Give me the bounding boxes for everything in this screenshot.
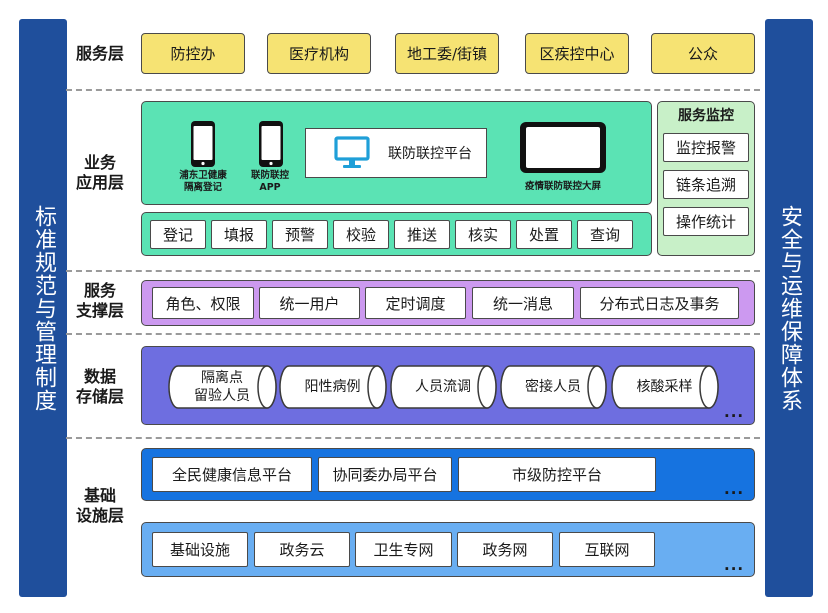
divider-4 [66, 437, 760, 439]
layer-label-support-line2: 支撑层 [75, 301, 124, 320]
cylinder-icon: 隔离点 留验人员 [168, 365, 277, 409]
divider-3 [66, 333, 760, 335]
storage-positive-case: 阳性病例 [304, 379, 361, 395]
layer-label-infra-line2: 设施层 [75, 506, 124, 525]
service-item-medical-institution: 医疗机构 [267, 33, 371, 74]
monitor-alarm: 监控报警 [663, 133, 749, 162]
infra-health-network: 卫生专网 [355, 532, 452, 567]
support-scheduling: 定时调度 [365, 287, 466, 319]
security-side-bar: 安全与运维保障体系 [765, 19, 813, 597]
cylinder-icon: 核酸采样 [611, 365, 719, 409]
cylinder-icon: 密接人员 [500, 365, 607, 409]
phone-caption-isolation-line2: 隔离登记 [183, 182, 222, 193]
layer-label-business-line1: 业务 [83, 153, 116, 172]
phone-icon [190, 120, 216, 168]
service-item-cdc: 区疾控中心 [525, 33, 629, 74]
infra-gov-network: 政务网 [457, 532, 553, 567]
support-role-permission: 角色、权限 [152, 287, 254, 319]
storage-isolation-line2: 留验人员 [194, 388, 250, 404]
storage-nucleic-sampling: 核酸采样 [636, 379, 693, 395]
storage-close-contact: 密接人员 [525, 379, 581, 395]
support-distributed-log: 分布式日志及事务 [580, 287, 739, 319]
security-side-text: 安全与运维保障体系 [777, 204, 802, 412]
support-unified-user: 统一用户 [259, 287, 360, 319]
layer-label-service: 服务层 [75, 44, 124, 63]
infra-health-platform: 全民健康信息平台 [152, 457, 312, 492]
function-warning: 预警 [272, 220, 328, 249]
function-fill-report: 填报 [211, 220, 267, 249]
infra-collaboration-platform: 协同委办局平台 [318, 457, 452, 492]
storage-isolation-line1: 隔离点 [201, 370, 243, 386]
function-push: 推送 [394, 220, 450, 249]
function-handle: 处置 [516, 220, 572, 249]
service-monitor-title: 服务监控 [678, 108, 734, 124]
platform-card: 联防联控平台 [305, 128, 487, 178]
service-item-district-committee: 地工委/街镇 [395, 33, 499, 74]
layer-label-storage-line1: 数据 [83, 367, 116, 386]
phone-caption-isolation-line1: 浦东卫健康 [179, 170, 227, 181]
service-item-public: 公众 [651, 33, 755, 74]
platform-label: 联防联控平台 [388, 145, 472, 162]
phone-caption-isolation: 浦东卫健康 隔离登记 [170, 170, 236, 194]
function-verify: 校验 [333, 220, 389, 249]
cylinder-icon: 人员流调 [390, 365, 497, 409]
service-item-prevention-office: 防控办 [141, 33, 245, 74]
standards-side-bar: 标准规范与管理制度 [19, 19, 67, 597]
support-unified-message: 统一消息 [472, 287, 574, 319]
infra-platform-ellipsis: ... [724, 480, 745, 498]
phone-icon [258, 120, 284, 168]
storage-epidemiology: 人员流调 [415, 379, 471, 395]
layer-label-support: 服务 支撑层 [66, 281, 134, 321]
infra-internet: 互联网 [559, 532, 655, 567]
monitor-operation-stats: 操作统计 [663, 207, 749, 236]
layer-label-infra: 基础 设施层 [66, 486, 134, 526]
storage-ellipsis: ... [724, 403, 745, 421]
infra-gov-cloud: 政务云 [254, 532, 350, 567]
layer-label-business-line2: 应用层 [75, 173, 124, 192]
layer-label-storage: 数据 存储层 [66, 367, 134, 407]
tablet-caption: 疫情联防联控大屏 [524, 181, 601, 192]
standards-side-text: 标准规范与管理制度 [31, 204, 56, 412]
divider-1 [66, 89, 760, 91]
monitor-chain-trace: 链条追溯 [663, 170, 749, 199]
infra-base-facilities: 基础设施 [152, 532, 248, 567]
tablet-icon [519, 121, 607, 174]
phone-caption-app-line2: APP [259, 182, 281, 193]
function-query: 查询 [577, 220, 633, 249]
infra-city-prevention-platform: 市级防控平台 [458, 457, 656, 492]
function-register: 登记 [150, 220, 206, 249]
divider-2 [66, 270, 760, 272]
infra-base-ellipsis: ... [724, 556, 745, 574]
layer-label-support-line1: 服务 [83, 281, 116, 300]
desktop-monitor-icon [334, 135, 370, 171]
function-check: 核实 [455, 220, 511, 249]
cylinder-icon: 阳性病例 [279, 365, 387, 409]
layer-label-storage-line2: 存储层 [75, 387, 124, 406]
phone-caption-app-line1: 联防联控 [250, 170, 289, 181]
storage-isolation-observation: 隔离点 留验人员 [178, 365, 266, 409]
layer-label-business: 业务 应用层 [66, 153, 134, 193]
layer-label-infra-line1: 基础 [83, 486, 116, 505]
phone-caption-app: 联防联控 APP [240, 170, 300, 194]
